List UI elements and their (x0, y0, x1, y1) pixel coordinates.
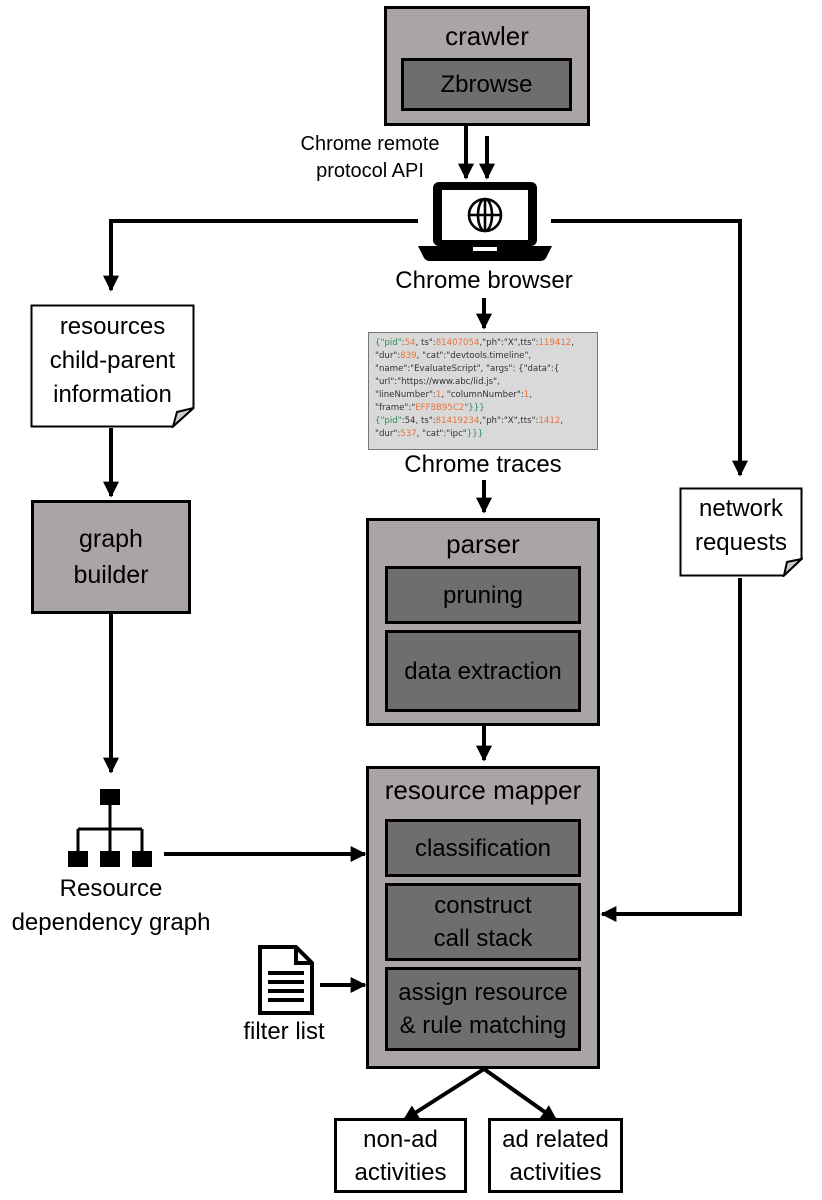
trace-token: 81407054 (435, 338, 480, 348)
protocol-label: Chrome remote protocol API (300, 133, 440, 182)
arrow-mapper-to-ad (482, 1067, 558, 1122)
filter-list-label: filter list (243, 1018, 325, 1045)
trace-line: "url":"https://www.abc/lid.js", (375, 376, 591, 389)
trace-token: , "cat":"ipc" (416, 429, 467, 439)
trace-lines: {"pid":54, ts":81407054,"ph":"X",tts":11… (375, 337, 591, 441)
folded-doc-shape (679, 487, 803, 577)
trace-token: , "columnNumber": (441, 390, 524, 400)
trace-line: "frame":"EFF8B95C2"}}} (375, 402, 591, 415)
classification-box: classification (385, 819, 581, 877)
trace-line: "lineNumber":1, "columnNumber":1, (375, 389, 591, 402)
arrow-mapper-to-nonad (402, 1067, 486, 1122)
trace-token: 1412 (538, 416, 561, 426)
trace-token: "dur": (375, 429, 401, 439)
trace-token: : (401, 338, 405, 348)
trace-token: 1 (523, 390, 530, 400)
trace-line: {"pid":54, ts":81407054,"ph":"X",tts":11… (375, 337, 591, 350)
zbrowse-box: Zbrowse (401, 58, 572, 111)
trace-line: "dur":537, "cat":"ipc"}}} (375, 428, 591, 441)
trace-token: , (529, 390, 532, 400)
trace-token: , ts": (415, 338, 436, 348)
trace-token: {"pid" (375, 416, 402, 426)
trace-line: "dur":839, "cat":"devtools.timeline", (375, 350, 591, 363)
trace-token: 1 (435, 390, 442, 400)
trace-token: EFF8B95C2 (415, 403, 465, 413)
arrow-network-to-mapper (600, 578, 742, 922)
trace-line: {"pid":54, ts":81419234,"ph":"X",tts":14… (375, 415, 591, 428)
trace-token: "url":"https://www.abc/lid.js", (375, 377, 500, 387)
trace-token: :54, ts": (401, 416, 436, 426)
folded-doc-shape (30, 304, 195, 428)
trace-token: 54 (404, 338, 416, 348)
pruning-box: pruning (385, 566, 581, 624)
hierarchy-icon (68, 789, 152, 867)
graph-builder-box: graph builder (31, 500, 191, 614)
trace-token: }}} (466, 429, 484, 439)
resources-doc: resources child-parent information (30, 304, 195, 428)
arrow-browser-to-network (551, 219, 748, 477)
trace-token: "dur": (375, 351, 401, 361)
trace-token: ,"ph":"X",tts": (479, 338, 539, 348)
network-requests-doc: network requests (679, 487, 803, 577)
trace-token: "name":"EvaluateScript", "args": {"data"… (375, 364, 560, 374)
resource-mapper-title: resource mapper (384, 775, 582, 805)
non-ad-activities-box: non-ad activities (334, 1118, 467, 1193)
chrome-browser-label: Chrome browser (395, 267, 573, 294)
trace-token: "frame":" (375, 403, 416, 413)
trace-token: 839 (400, 351, 417, 361)
trace-token: 81419234 (435, 416, 480, 426)
dependency-graph-label: Resource dependency graph (11, 875, 211, 936)
laptop-globe-icon (418, 182, 552, 261)
trace-token: , (560, 416, 564, 426)
arrow-browser-to-resources (103, 219, 418, 292)
data-extraction-box: data extraction (385, 630, 581, 712)
trace-token: 119412 (538, 338, 572, 348)
rule-matching-box: assign resource & rule matching (385, 967, 581, 1051)
trace-line: "name":"EvaluateScript", "args": {"data"… (375, 363, 591, 376)
chrome-traces-label: Chrome traces (404, 451, 562, 478)
trace-token: , (571, 338, 575, 348)
parser-title: parser (446, 529, 520, 559)
call-stack-box: construct call stack (385, 883, 581, 961)
crawler-title: crawler (445, 21, 529, 51)
trace-token: "}}} (464, 403, 485, 413)
document-icon (258, 945, 314, 1015)
trace-token: 537 (400, 429, 417, 439)
trace-token: {"pid" (375, 338, 402, 348)
ad-related-activities-box: ad related activities (488, 1118, 623, 1193)
trace-token: , "cat":"devtools.timeline", (416, 351, 532, 361)
trace-token: "lineNumber": (375, 390, 436, 400)
chrome-traces-snippet: {"pid":54, ts":81407054,"ph":"X",tts":11… (368, 332, 598, 450)
trace-token: ,"ph":"X",tts": (479, 416, 539, 426)
